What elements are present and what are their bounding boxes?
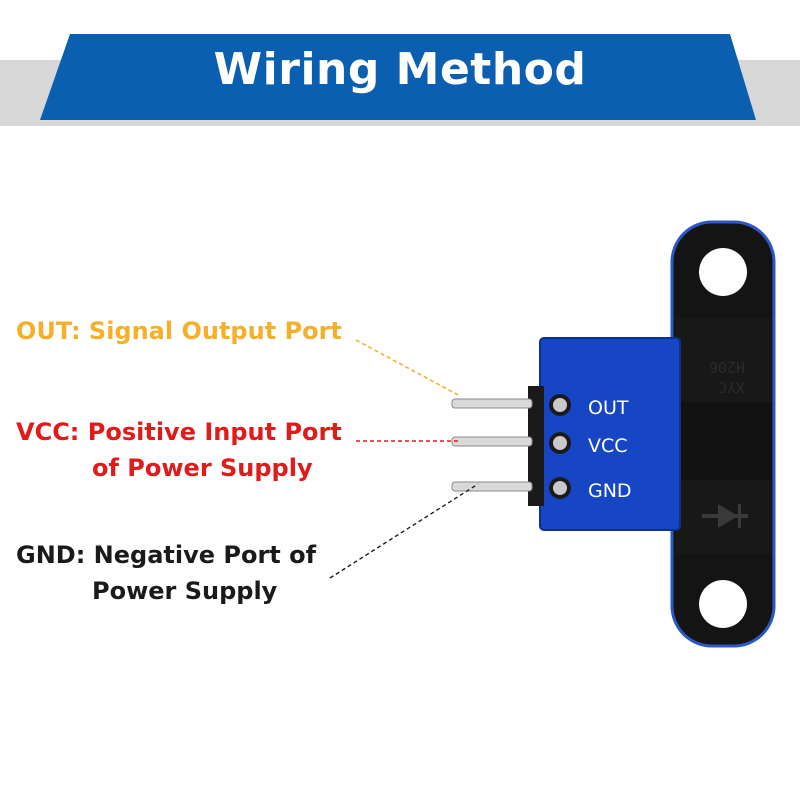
pin-label-out: OUT	[588, 397, 629, 419]
slot-sensor-housing: H206 XYC	[670, 220, 776, 648]
pcb-board	[528, 337, 681, 531]
header-pins	[451, 398, 533, 492]
diode-symbol-icon	[702, 504, 748, 528]
gnd-key: GND:	[16, 541, 86, 569]
gnd-label: GND: Negative Port of	[16, 538, 316, 572]
mount-hole-top	[699, 248, 747, 296]
page-title: Wiring Method	[213, 44, 587, 95]
vcc-key: VCC:	[16, 418, 80, 446]
vcc-description-line2: of Power Supply	[92, 454, 313, 482]
chip-marking-brand: XYC	[718, 378, 745, 396]
solder-pads	[549, 394, 571, 499]
out-leader-line	[355, 339, 461, 397]
out-key: OUT:	[16, 317, 81, 345]
pin-label-vcc: VCC	[588, 435, 628, 457]
mount-hole-bottom	[699, 580, 747, 628]
gnd-leader-line	[329, 483, 479, 579]
title-banner	[40, 34, 756, 120]
out-description: Signal Output Port	[88, 317, 342, 345]
gnd-description-line1: Negative Port of	[93, 541, 317, 569]
gnd-description-line2: Power Supply	[92, 577, 278, 605]
vcc-description-line1: Positive Input Port	[87, 418, 342, 446]
pin-label-gnd: GND	[588, 480, 632, 502]
chip-marking: H206	[709, 358, 745, 376]
vcc-label: VCC: Positive Input Port	[16, 415, 342, 449]
out-label: OUT: Signal Output Port	[16, 314, 342, 348]
